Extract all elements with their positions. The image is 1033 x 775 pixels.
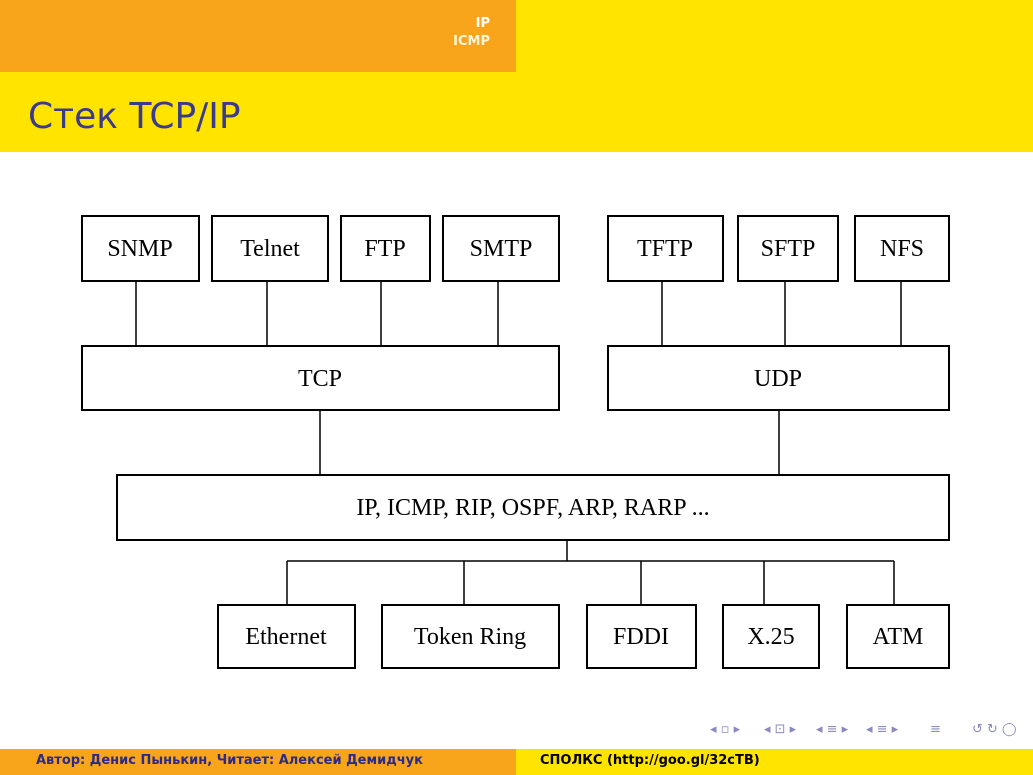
box-snmp [81,215,200,282]
nav-frame-icon[interactable]: ◂ ▫ ▸ [710,722,741,737]
connectors [135,281,902,605]
nav-search-icon[interactable]: ↺ ↻ ◯ [972,722,1017,737]
box-tcp [81,345,560,411]
page-title: Стек TCP/IP [28,96,241,137]
box-network [116,474,950,541]
box-atm [846,604,950,669]
box-telnet [211,215,329,282]
label-udp: UDP [754,366,802,392]
box-fddi [586,604,697,669]
footer-course: СПОЛКС (http://goo.gl/32cTB) [540,753,760,768]
section-ip[interactable]: IP [475,16,490,31]
label-x25: X.25 [747,624,794,650]
label-smtp: SMTP [470,236,533,262]
label-token-ring: Token Ring [414,624,526,650]
label-atm: ATM [873,624,924,650]
label-snmp: SNMP [107,236,172,262]
nav-section-icon[interactable]: ◂ ≡ ▸ [816,722,849,737]
box-sftp [737,215,839,282]
label-tftp: TFTP [637,236,693,262]
header-right-bar [516,0,1033,72]
box-smtp [442,215,560,282]
nav-appendix-icon[interactable]: ≡ [930,722,941,737]
footer-left-bar [0,749,516,775]
section-icmp[interactable]: ICMP [453,34,490,49]
label-nfs: NFS [880,236,924,262]
footer-right-bar [516,749,1033,775]
label-sftp: SFTP [761,236,816,262]
box-token-ring [381,604,560,669]
box-ethernet [217,604,356,669]
label-tcp: TCP [298,366,342,392]
box-ftp [340,215,431,282]
footer-author: Автор: Денис Пынькин, Читает: Алексей Де… [36,753,423,768]
label-fddi: FDDI [613,624,669,650]
box-tftp [607,215,724,282]
header-left-bar [0,0,516,72]
label-ftp: FTP [364,236,405,262]
box-nfs [854,215,950,282]
nav-document-icon[interactable]: ◂ ≡ ▸ [866,722,899,737]
box-udp [607,345,950,411]
nav-subsection-icon[interactable]: ◂ ⊡ ▸ [764,722,797,737]
label-telnet: Telnet [240,236,300,262]
label-ethernet: Ethernet [245,624,327,650]
label-network: IP, ICMP, RIP, OSPF, ARP, RARP ... [356,495,709,521]
box-x25 [722,604,820,669]
title-bar [0,72,1033,152]
